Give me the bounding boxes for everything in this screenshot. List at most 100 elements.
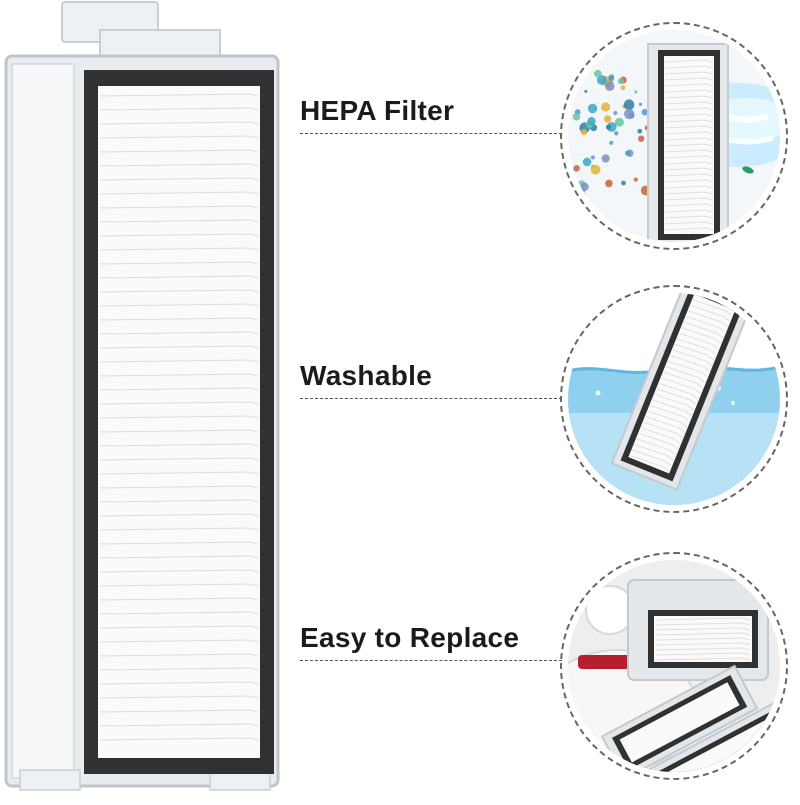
- pleat-line: [655, 627, 751, 631]
- pleat-line: [664, 185, 714, 189]
- pleat-line: [99, 611, 259, 615]
- pleat-line: [664, 143, 714, 147]
- pleat-line: [99, 541, 259, 545]
- mini-pleats: [664, 59, 714, 231]
- dust-particle: [638, 102, 643, 106]
- feature-label-washable: Washable: [300, 360, 433, 391]
- pleat-line: [99, 415, 259, 419]
- water-wash-illustration: [568, 293, 780, 505]
- pleat-line: [690, 304, 730, 322]
- pleat-line: [99, 527, 259, 531]
- pleat-line: [99, 653, 259, 657]
- pleat-line: [99, 443, 259, 447]
- dust-particle: [590, 155, 595, 160]
- dust-particle: [601, 102, 611, 112]
- pleat-line: [643, 421, 683, 439]
- mini-pleats: [655, 617, 751, 661]
- pleat-line: [655, 642, 751, 646]
- pleat-line: [664, 65, 714, 69]
- pleat-line: [99, 345, 259, 349]
- pleat-line: [664, 113, 714, 117]
- pleat-line: [99, 163, 259, 167]
- dust-particle: [590, 164, 601, 175]
- pleat-line: [664, 95, 714, 99]
- pleat-line: [99, 135, 259, 139]
- dust-particle: [617, 78, 624, 85]
- pleat-line: [655, 632, 751, 636]
- pleat-line: [692, 299, 733, 316]
- pleat-line: [664, 227, 714, 231]
- pleat-line: [664, 167, 714, 171]
- pleat-line: [664, 59, 714, 63]
- pleat-line: [664, 221, 714, 225]
- pleat-line: [629, 455, 670, 472]
- hepa-filter-product-image: [4, 1, 280, 791]
- pleat-line: [99, 583, 259, 587]
- dust-particle: [625, 150, 631, 156]
- dust-particle: [623, 99, 635, 110]
- pleat-line: [99, 639, 259, 643]
- pleat-line: [664, 77, 714, 81]
- pleat-line: [668, 360, 708, 378]
- dust-particle: [603, 115, 612, 123]
- pleat-line: [99, 471, 259, 475]
- dust-particle: [620, 85, 626, 91]
- hepa-illustration-circle: [560, 22, 788, 250]
- pleat-line: [665, 366, 706, 383]
- dust-particle: [614, 131, 619, 136]
- pleat-line: [686, 316, 726, 333]
- pleat-line: [664, 179, 714, 183]
- robot-vacuum-replacement-illustration: [568, 560, 780, 772]
- pleat-line: [664, 155, 714, 159]
- pleat-line: [99, 219, 259, 223]
- pleat-line: [681, 327, 721, 344]
- pleat-line: [99, 499, 259, 503]
- pleat-line: [664, 119, 714, 123]
- pleat-line: [655, 622, 751, 626]
- dust-particle: [634, 90, 638, 94]
- dust-particle: [594, 69, 602, 78]
- pleat-line: [652, 399, 692, 417]
- pleat-line: [664, 161, 714, 165]
- pleat-line: [688, 310, 728, 328]
- pleat-line: [99, 373, 259, 377]
- pleat-line: [99, 121, 259, 125]
- pleat-line: [99, 597, 259, 601]
- pleat-line: [664, 203, 714, 207]
- dust-particle: [609, 140, 614, 145]
- dust-particle: [582, 157, 592, 167]
- dust-particle: [573, 165, 580, 172]
- pleat-line: [654, 393, 695, 411]
- pleat-line: [661, 377, 701, 394]
- pleat-line: [99, 191, 259, 195]
- dust-particle: [613, 110, 618, 116]
- pleat-line: [664, 191, 714, 195]
- hepa-filtration-illustration: [568, 30, 780, 242]
- leader-line-easy-replace: [300, 660, 562, 661]
- pleat-line: [99, 513, 259, 517]
- leader-line-hepa: [300, 133, 562, 134]
- pleat-line: [664, 209, 714, 213]
- pleat-line: [99, 317, 259, 321]
- pleat-line: [99, 737, 259, 741]
- dust-particle: [596, 75, 607, 85]
- washable-illustration-circle: [560, 285, 788, 513]
- dust-particle: [614, 117, 624, 127]
- pleat-line: [99, 107, 259, 111]
- pleat-line: [664, 107, 714, 111]
- pleat-line: [99, 625, 259, 629]
- pleat-line: [99, 569, 259, 573]
- pleat-line: [664, 197, 714, 201]
- pleat-line: [636, 438, 677, 456]
- pleat-line: [638, 432, 679, 450]
- dust-particle: [633, 177, 638, 182]
- pleat-line: [670, 354, 710, 372]
- pleat-line: [645, 416, 686, 433]
- pleat-line: [655, 657, 751, 661]
- pleat-line: [632, 449, 672, 467]
- pleat-line: [99, 457, 259, 461]
- pleat-line: [650, 405, 690, 422]
- dust-particle: [580, 128, 588, 136]
- pleat-line: [664, 173, 714, 177]
- pleat-line: [99, 303, 259, 307]
